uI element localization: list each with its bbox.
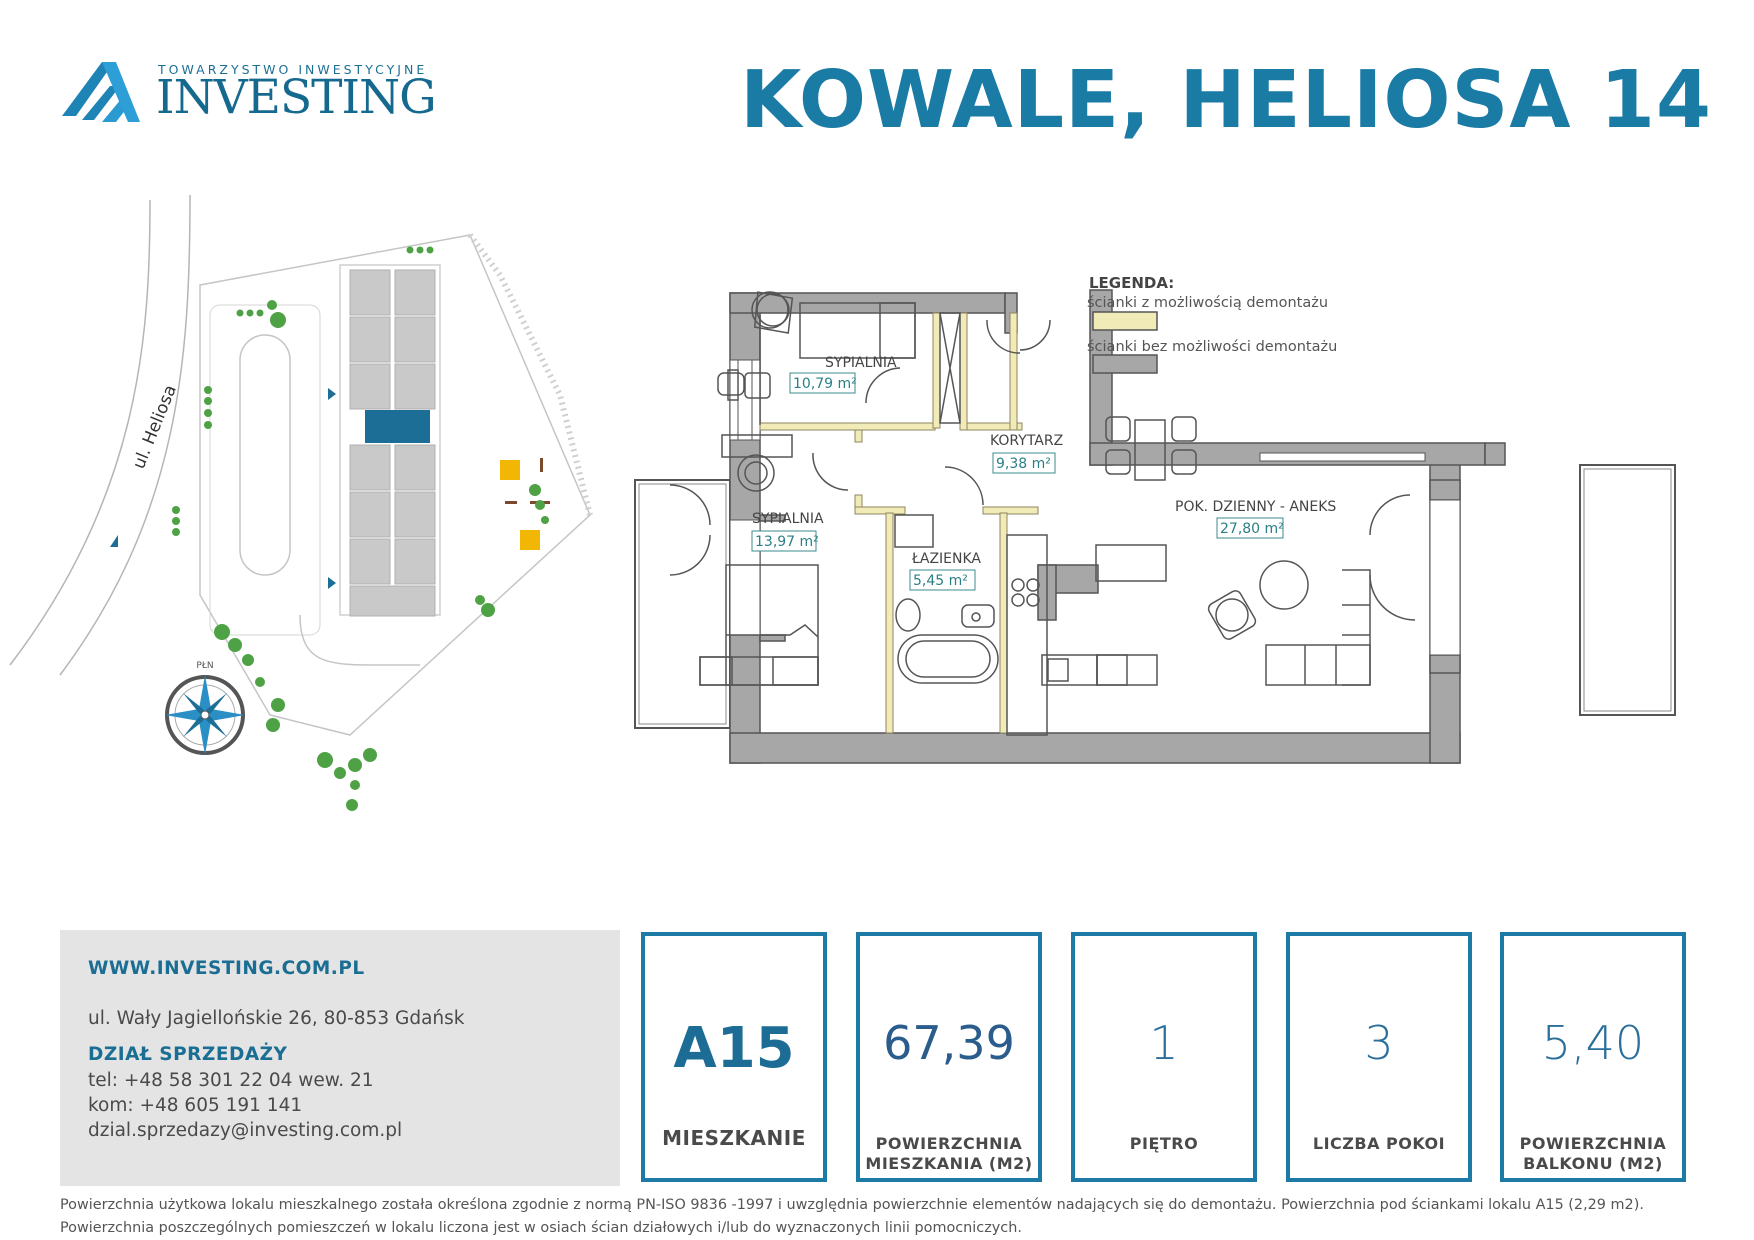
sales-department-heading: DZIAŁ SPRZEDAŻY	[88, 1044, 288, 1065]
street-label: ul. Heliosa	[129, 382, 181, 472]
rooms-count-box: 3 LICZBA POKOI	[1286, 932, 1472, 1182]
highlighted-unit	[365, 410, 430, 443]
room-name-bedroom-2: SYPIALNIA	[752, 511, 824, 527]
apartment-area-value: 67,39	[883, 1016, 1015, 1070]
room-name-bedroom-1: SYPIALNIA	[825, 355, 897, 371]
balcony-area-label: POWIERZCHNIA BALKONU (M2)	[1504, 1134, 1682, 1174]
contact-panel: WWW.INVESTING.COM.PL ul. Wały Jagiellońs…	[60, 930, 620, 1186]
office-address: ul. Wały Jagiellońskie 26, 80-853 Gdańsk	[88, 1008, 465, 1029]
floor-value: 1	[1149, 1016, 1179, 1070]
room-area-bathroom: 5,45 m²	[913, 573, 968, 589]
footnote-line-2: Powierzchnia poszczególnych pomieszczeń …	[60, 1220, 1022, 1236]
legend-removable-label: ścianki z możliwością demontażu	[1087, 295, 1328, 311]
apartment-number-value: A15	[673, 1016, 795, 1081]
balcony-area-label-line1: POWIERZCHNIA	[1519, 1134, 1667, 1153]
rooms-count-label: LICZBA POKOI	[1312, 1134, 1446, 1153]
apartment-area-label-line2: MIESZKANIA (M2)	[865, 1154, 1033, 1173]
apartment-number-box: A15 MIESZKANIE	[641, 932, 827, 1182]
apartment-area-label-line1: POWIERZCHNIA	[875, 1134, 1023, 1153]
website-link[interactable]: WWW.INVESTING.COM.PL	[88, 958, 365, 979]
legend-removable-swatch	[1092, 311, 1158, 331]
room-area-bedroom-2: 13,97 m²	[755, 534, 819, 550]
balcony-area-label-line2: BALKONU (M2)	[1523, 1154, 1663, 1173]
footnote: Powierzchnia użytkowa lokalu mieszkalneg…	[60, 1194, 1720, 1240]
legend-title: LEGENDA:	[1089, 275, 1174, 292]
balcony-area-value: 5,40	[1541, 1016, 1645, 1070]
phone-number: tel: +48 58 301 22 04 wew. 21	[88, 1070, 374, 1091]
room-name-corridor: KORYTARZ	[990, 433, 1063, 449]
company-tagline: TOWARZYSTWO INWESTYCYJNE	[158, 62, 428, 77]
floor-box: 1 PIĘTRO	[1071, 932, 1257, 1182]
rooms-count-value: 3	[1364, 1016, 1394, 1070]
mobile-number: kom: +48 605 191 141	[88, 1095, 303, 1116]
room-name-bathroom: ŁAZIENKA	[911, 551, 981, 567]
room-area-living-room: 27,80 m²	[1220, 521, 1284, 537]
apartment-area-label: POWIERZCHNIA MIESZKANIA (M2)	[860, 1134, 1038, 1174]
room-name-living-room: POK. DZIENNY - ANEKS	[1175, 499, 1336, 515]
legend-fixed-label: ścianki bez możliwości demontażu	[1087, 339, 1337, 355]
page-title: KOWALE, HELIOSA 14	[740, 54, 1712, 146]
site-plan: PŁN ul. Heliosa	[0, 194, 620, 845]
footnote-line-1: Powierzchnia użytkowa lokalu mieszkalneg…	[60, 1197, 1644, 1213]
apartment-area-box: 67,39 POWIERZCHNIA MIESZKANIA (M2)	[856, 932, 1042, 1182]
floor-plan: SYPIALNIA 10,79 m² KORYTARZ 9,38 m² SYPI…	[630, 274, 1720, 795]
floor-label: PIĘTRO	[1129, 1134, 1199, 1153]
apartment-number-label: MIESZKANIE	[662, 1126, 806, 1150]
compass-north-label: PŁN	[196, 661, 213, 671]
balcony-area-box: 5,40 POWIERZCHNIA BALKONU (M2)	[1500, 932, 1686, 1182]
room-area-bedroom-1: 10,79 m²	[793, 376, 857, 392]
room-area-corridor: 9,38 m²	[996, 456, 1051, 472]
company-name: INVESTING	[156, 70, 437, 125]
legend-fixed-swatch	[1092, 354, 1158, 374]
email-address[interactable]: dzial.sprzedazy@investing.com.pl	[88, 1120, 403, 1141]
compass-icon	[165, 675, 245, 755]
logo-mark-icon	[62, 62, 140, 122]
company-logo: TOWARZYSTWO INWESTYCYJNE INVESTING	[58, 58, 458, 138]
floor-plan-legend: LEGENDA: ścianki z możliwością demontażu…	[1087, 274, 1337, 374]
